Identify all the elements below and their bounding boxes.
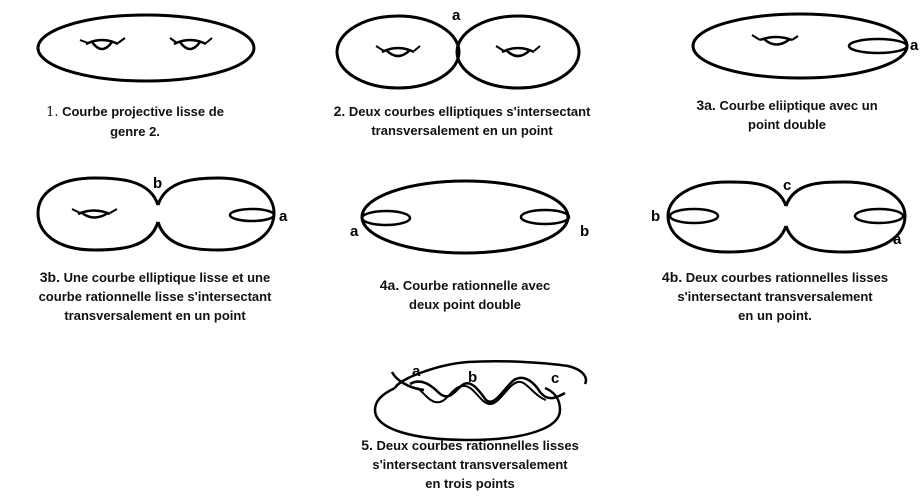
caption-3a: 3a. Courbe eliiptique avec un point doub… [696,97,878,132]
fig4b-point-c: c [783,177,791,194]
figure-5-curves [373,359,588,442]
fig5-point-a: a [412,363,421,380]
fig3a-point-a: a [910,37,919,54]
fig5-point-c: c [551,370,559,387]
caption-1: 1. Courbe projective lisse de genre 2. [46,104,224,139]
fig3b-point-b: b [153,175,162,192]
caption-5: 5. Deux courbes rationnelles lisses s'in… [361,437,579,491]
fig4b-point-b: b [651,208,660,225]
fig5-point-b: b [468,369,477,386]
figure-4a-curve [360,179,571,255]
caption-4a: 4a. Courbe rationnelle avec deux point d… [379,277,551,312]
fig4a-point-a: a [350,223,359,240]
figure-4b-curves [666,180,907,254]
caption-4b: 4b. Deux courbes rationnelles lisses s'i… [661,269,889,323]
caption-2: 2. Deux courbes elliptiques s'intersecta… [333,103,591,138]
fig4b-point-a: a [893,231,902,248]
figure-3b-curves [36,176,276,252]
caption-3b: 3b. Une courbe elliptique lisse et une c… [38,269,272,323]
figure-3a-nodal-torus [691,12,909,80]
figure-2-two-tori [335,14,581,90]
fig4a-point-b: b [580,223,589,240]
fig3b-point-a: a [279,208,288,225]
fig2-point-a: a [452,7,461,24]
figure-1-surface [36,13,256,83]
